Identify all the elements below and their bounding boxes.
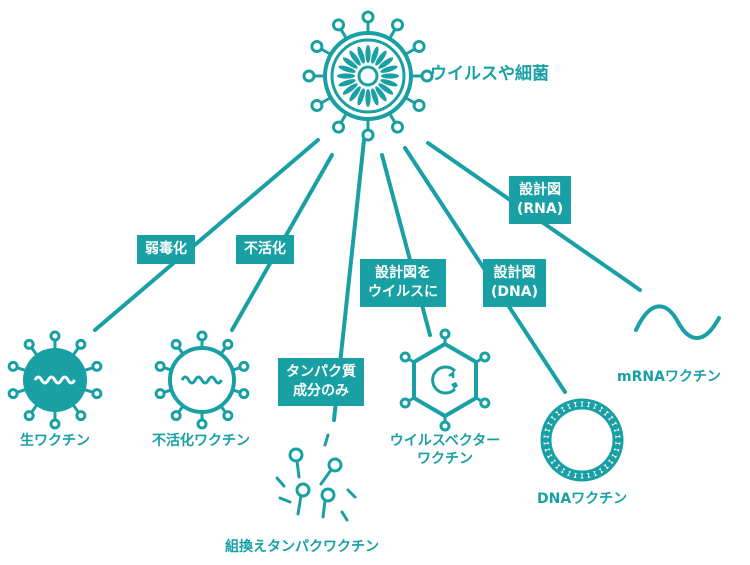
viral-vector-icon	[399, 328, 491, 432]
method-protein-only-box: タンパク質 成分のみ	[278, 358, 364, 406]
method-blueprint-dna-line1: 設計図	[493, 265, 536, 281]
method-attenuate-box: 弱毒化	[137, 235, 195, 264]
method-blueprint-rna-line2: (RNA)	[517, 201, 564, 217]
inactivated-vaccine-label: 不活化ワクチン	[152, 433, 250, 449]
virus-icon	[302, 10, 434, 142]
method-blueprint-rna-line1: 設計図	[519, 182, 562, 198]
mrna-vaccine-label: mRNAワクチン	[617, 369, 721, 385]
method-blueprint-dna-line2: (DNA)	[491, 284, 538, 300]
method-blueprint-virus-box: 設計図を ウイルスに	[360, 259, 446, 307]
live-vaccine-icon	[7, 330, 103, 430]
viral-vector-label-line2: ワクチン	[417, 451, 473, 467]
connector-viral-vector	[380, 153, 432, 337]
dna-vaccine-label: DNAワクチン	[537, 491, 628, 507]
source-label: ウイルスや細菌	[430, 64, 549, 84]
method-blueprint-virus-line2: ウイルスに	[368, 284, 438, 300]
mrna-wave-icon	[634, 304, 721, 340]
viral-vector-vaccine-label: ウイルスベクター ワクチン	[378, 432, 512, 468]
method-blueprint-rna-box: 設計図 (RNA)	[509, 176, 572, 224]
dna-plasmid-icon	[540, 398, 624, 482]
method-blueprint-dna-box: 設計図 (DNA)	[483, 259, 546, 307]
method-inactivate-box: 不活化	[236, 235, 294, 264]
live-vaccine-label: 生ワクチン	[20, 433, 90, 449]
protein-fragments-icon	[275, 433, 357, 522]
method-protein-only-line1: タンパク質	[286, 364, 356, 380]
inactivated-vaccine-icon	[154, 330, 250, 430]
method-protein-only-line2: 成分のみ	[293, 383, 349, 399]
recombinant-vaccine-label: 組換えタンパクワクチン	[225, 539, 379, 555]
viral-vector-label-line1: ウイルスベクター	[389, 433, 501, 449]
method-blueprint-virus-line1: 設計図を	[375, 265, 431, 281]
connector-live	[93, 138, 320, 332]
